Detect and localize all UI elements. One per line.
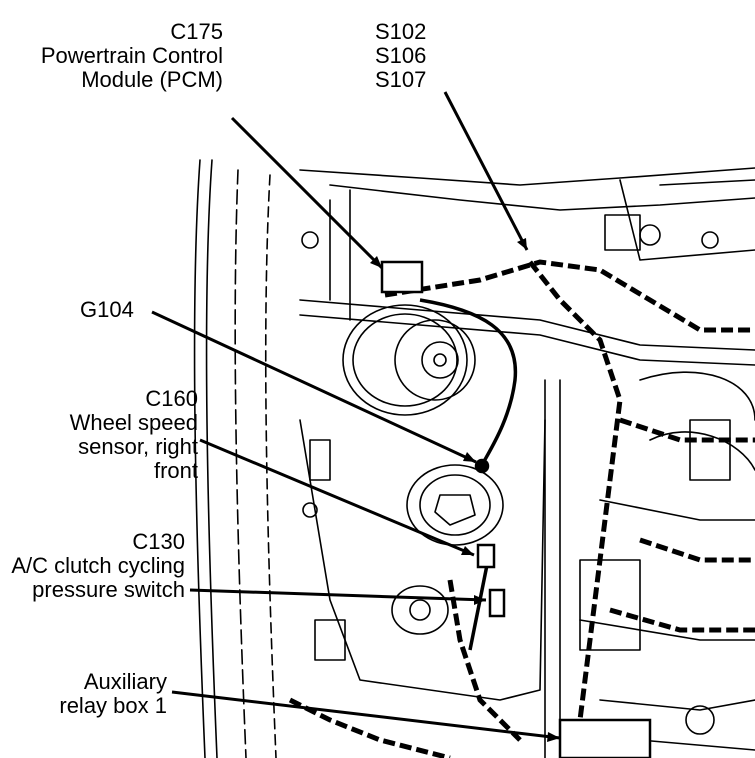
c175-name-line1: Powertrain Control [40, 43, 223, 68]
wiring-harness [288, 259, 755, 758]
c160-name-line1: Wheel speed [69, 410, 198, 435]
leader-lines [151, 91, 561, 740]
c175-connector [380, 260, 424, 294]
c160-name-line3: front [153, 458, 198, 483]
c175-name-line2: Module (PCM) [81, 67, 223, 92]
c130-name-line2: pressure switch [32, 577, 185, 602]
c160-name-line2: sensor, right [78, 434, 198, 459]
leader-g104 [151, 310, 477, 464]
leader-aux-relay [171, 690, 561, 740]
splice-s107: S107 [375, 67, 427, 92]
splices-label: S102 S106 S107 [375, 20, 426, 92]
leader-c175 [230, 116, 384, 270]
c160-connector [476, 543, 496, 569]
c130-name-line1: A/C clutch cycling [11, 553, 185, 578]
radiator-support [299, 299, 755, 351]
leader-c130 [189, 588, 487, 602]
leader-splices [443, 91, 529, 251]
c130-label: C130 A/C clutch cycling pressure switch [11, 530, 185, 602]
fender-outline [193, 159, 206, 758]
c160-id: C160 [145, 386, 198, 411]
ac-compressor [342, 304, 468, 416]
aux-relay-line2: relay box 1 [59, 693, 167, 718]
idler-pulley [406, 464, 504, 546]
g104-ground-point [474, 458, 490, 474]
c130-connector [488, 588, 506, 618]
splice-s102: S102 [375, 19, 427, 44]
leader-c160 [199, 438, 475, 557]
aux-relay-label: Auxiliary relay box 1 [59, 670, 167, 718]
c175-id: C175 [170, 19, 223, 44]
cowl-panel [299, 167, 755, 186]
g104-id: G104 [80, 297, 134, 322]
g104-label: G104 [80, 298, 134, 322]
splice-s106: S106 [375, 43, 427, 68]
aux-relay-line1: Auxiliary [83, 669, 167, 694]
aux-relay-box [558, 718, 652, 758]
c130-id: C130 [132, 529, 185, 554]
c175-label: C175 Powertrain Control Module (PCM) [41, 20, 223, 92]
c160-label: C160 Wheel speed sensor, right front [70, 387, 198, 483]
engine-block [299, 419, 546, 701]
